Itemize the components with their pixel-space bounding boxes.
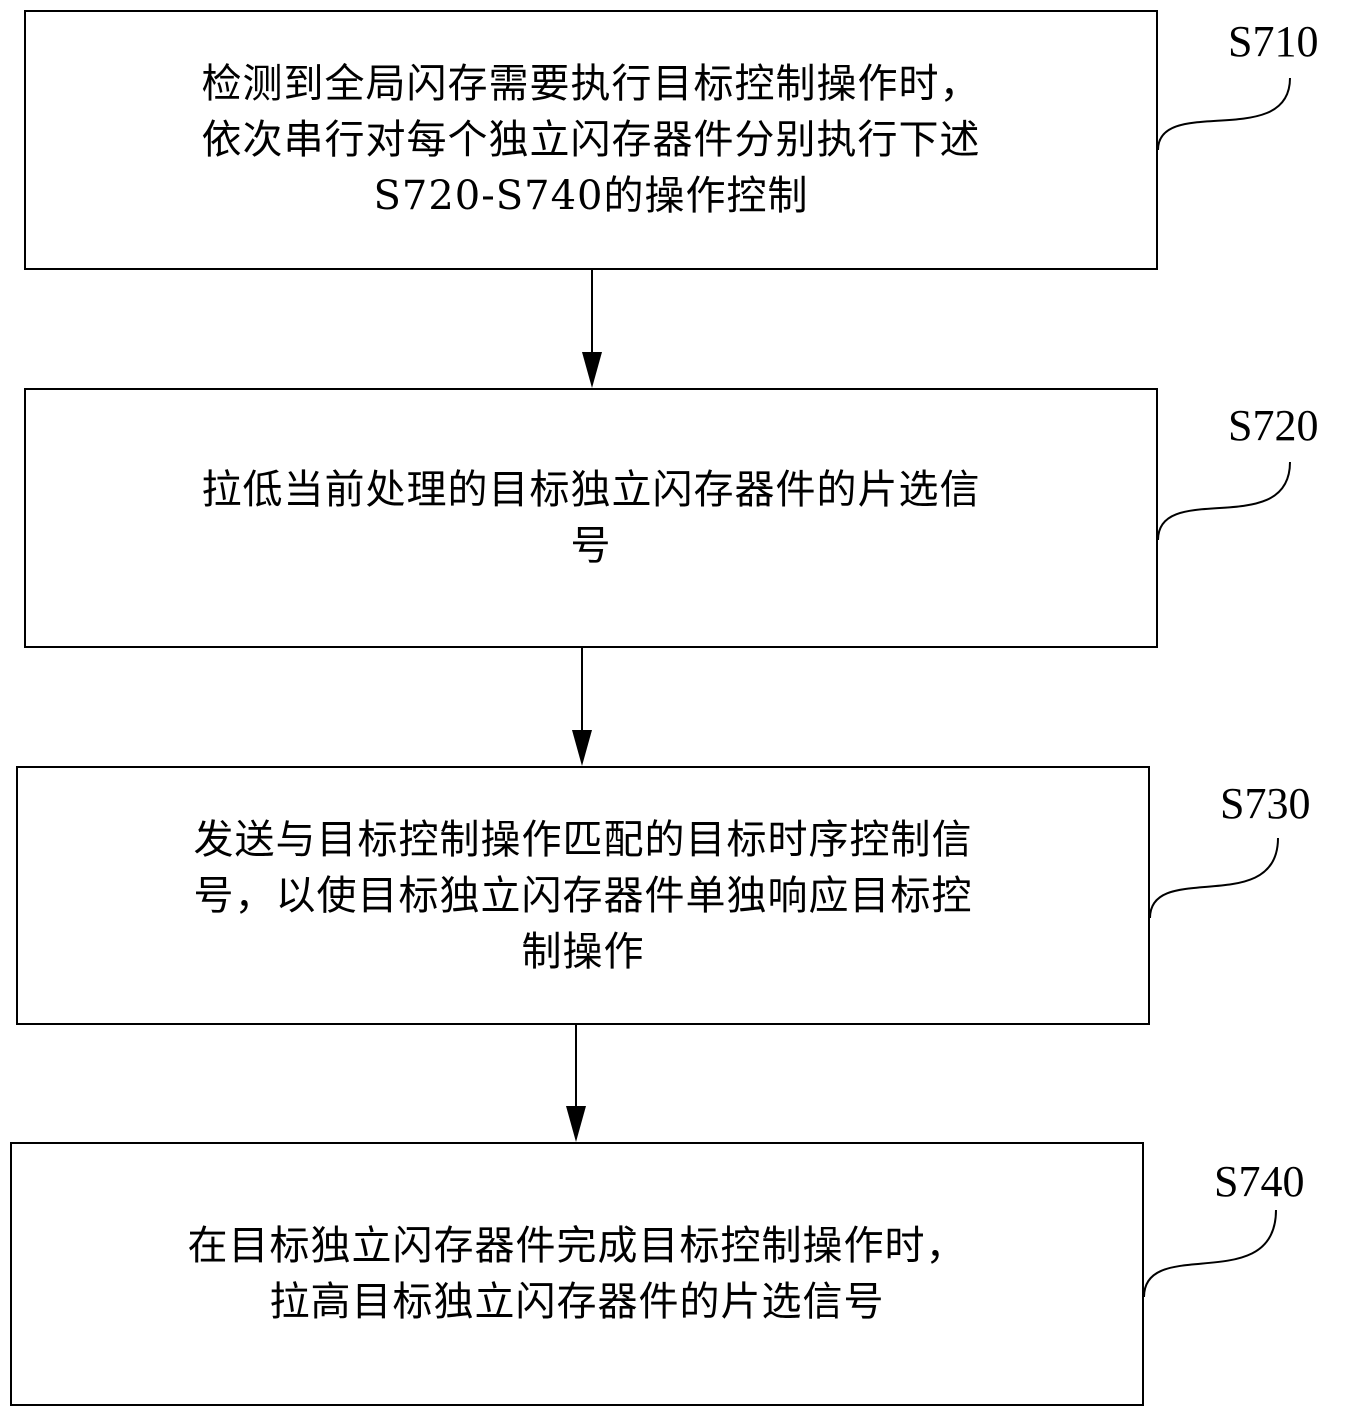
step-text-line: S720-S740的操作控制 — [373, 173, 809, 219]
step-box-s720: 拉低当前处理的目标独立闪存器件的片选信 号 — [24, 388, 1158, 648]
step-box-s740: 在目标独立闪存器件完成目标控制操作时， 拉高目标独立闪存器件的片选信号 — [10, 1142, 1144, 1406]
step-text-line: 发送与目标控制操作匹配的目标时序控制信 — [193, 816, 973, 863]
leader-curve-s740 — [1143, 1209, 1277, 1298]
arrow-s710-to-s720 — [582, 270, 602, 388]
step-label-s730: S730 — [1220, 779, 1311, 828]
step-label-s720: S720 — [1228, 401, 1319, 450]
step-text-line: 依次串行对每个独立闪存器件分别执行下述 — [201, 117, 981, 163]
leader-curve-s710 — [1157, 77, 1291, 151]
step-text-line: 号，以使目标独立闪存器件单独响应目标控 — [193, 872, 973, 919]
arrow-s720-to-s730 — [572, 648, 592, 766]
step-label-s740: S740 — [1214, 1157, 1305, 1206]
step-text-line: 检测到全局闪存需要执行目标控制操作时， — [201, 61, 981, 107]
leader-curve-s720 — [1157, 461, 1291, 541]
step-text-line: 制操作 — [521, 928, 645, 975]
step-box-s730: 发送与目标控制操作匹配的目标时序控制信 号，以使目标独立闪存器件单独响应目标控 … — [16, 766, 1150, 1025]
step-text-line: 号 — [570, 523, 612, 569]
step-text-line: 在目标独立闪存器件完成目标控制操作时， — [187, 1223, 967, 1269]
arrow-s730-to-s740 — [566, 1025, 586, 1142]
step-box-s710: 检测到全局闪存需要执行目标控制操作时， 依次串行对每个独立闪存器件分别执行下述 … — [24, 10, 1158, 270]
step-text-line: 拉低当前处理的目标独立闪存器件的片选信 — [201, 467, 981, 513]
step-text-line: 拉高目标独立闪存器件的片选信号 — [269, 1279, 885, 1325]
leader-curve-s730 — [1149, 837, 1279, 919]
step-label-s710: S710 — [1228, 17, 1319, 66]
